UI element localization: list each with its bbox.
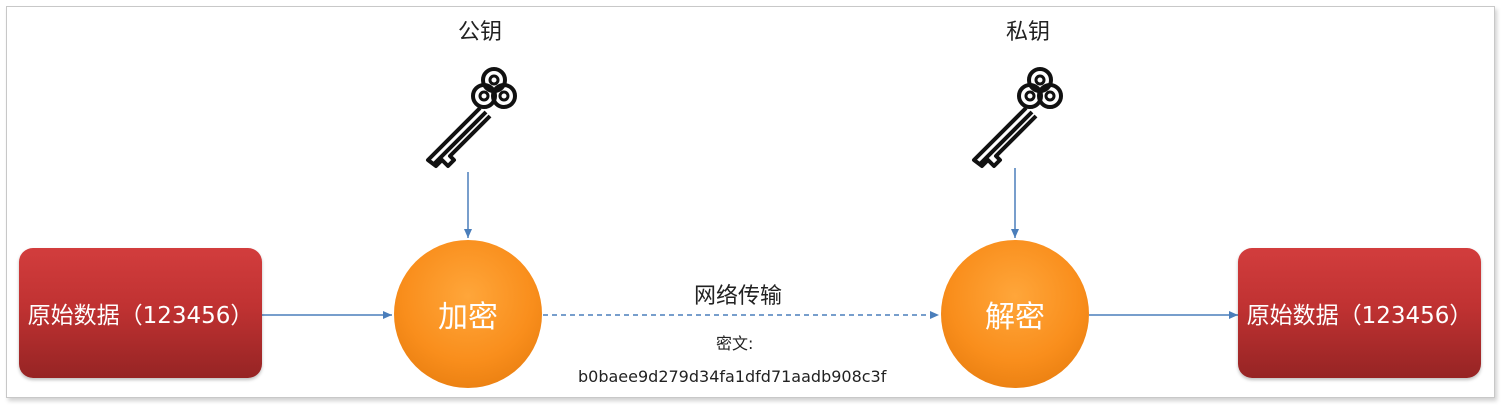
private-key-label: 私钥 <box>1006 20 1051 45</box>
target-data-box: 原始数据（123456） <box>1238 248 1481 378</box>
decrypt-node: 解密 <box>941 240 1089 388</box>
network-transfer-label: 网络传输 <box>694 284 783 309</box>
source-data-box: 原始数据（123456） <box>19 248 262 378</box>
cipher-value: b0baee9d279d34fa1dfd71aadb908c3f <box>578 367 887 386</box>
encrypt-label: 加密 <box>438 300 498 335</box>
private-key-icon <box>972 67 1063 168</box>
encrypt-node: 加密 <box>394 240 542 388</box>
cipher-caption: 密文: <box>716 334 754 353</box>
source-data-label: 原始数据（123456） <box>27 303 254 329</box>
public-key-label: 公钥 <box>458 20 503 45</box>
target-data-label: 原始数据（123456） <box>1246 303 1473 329</box>
public-key-icon <box>426 67 517 168</box>
decrypt-label: 解密 <box>985 300 1045 335</box>
